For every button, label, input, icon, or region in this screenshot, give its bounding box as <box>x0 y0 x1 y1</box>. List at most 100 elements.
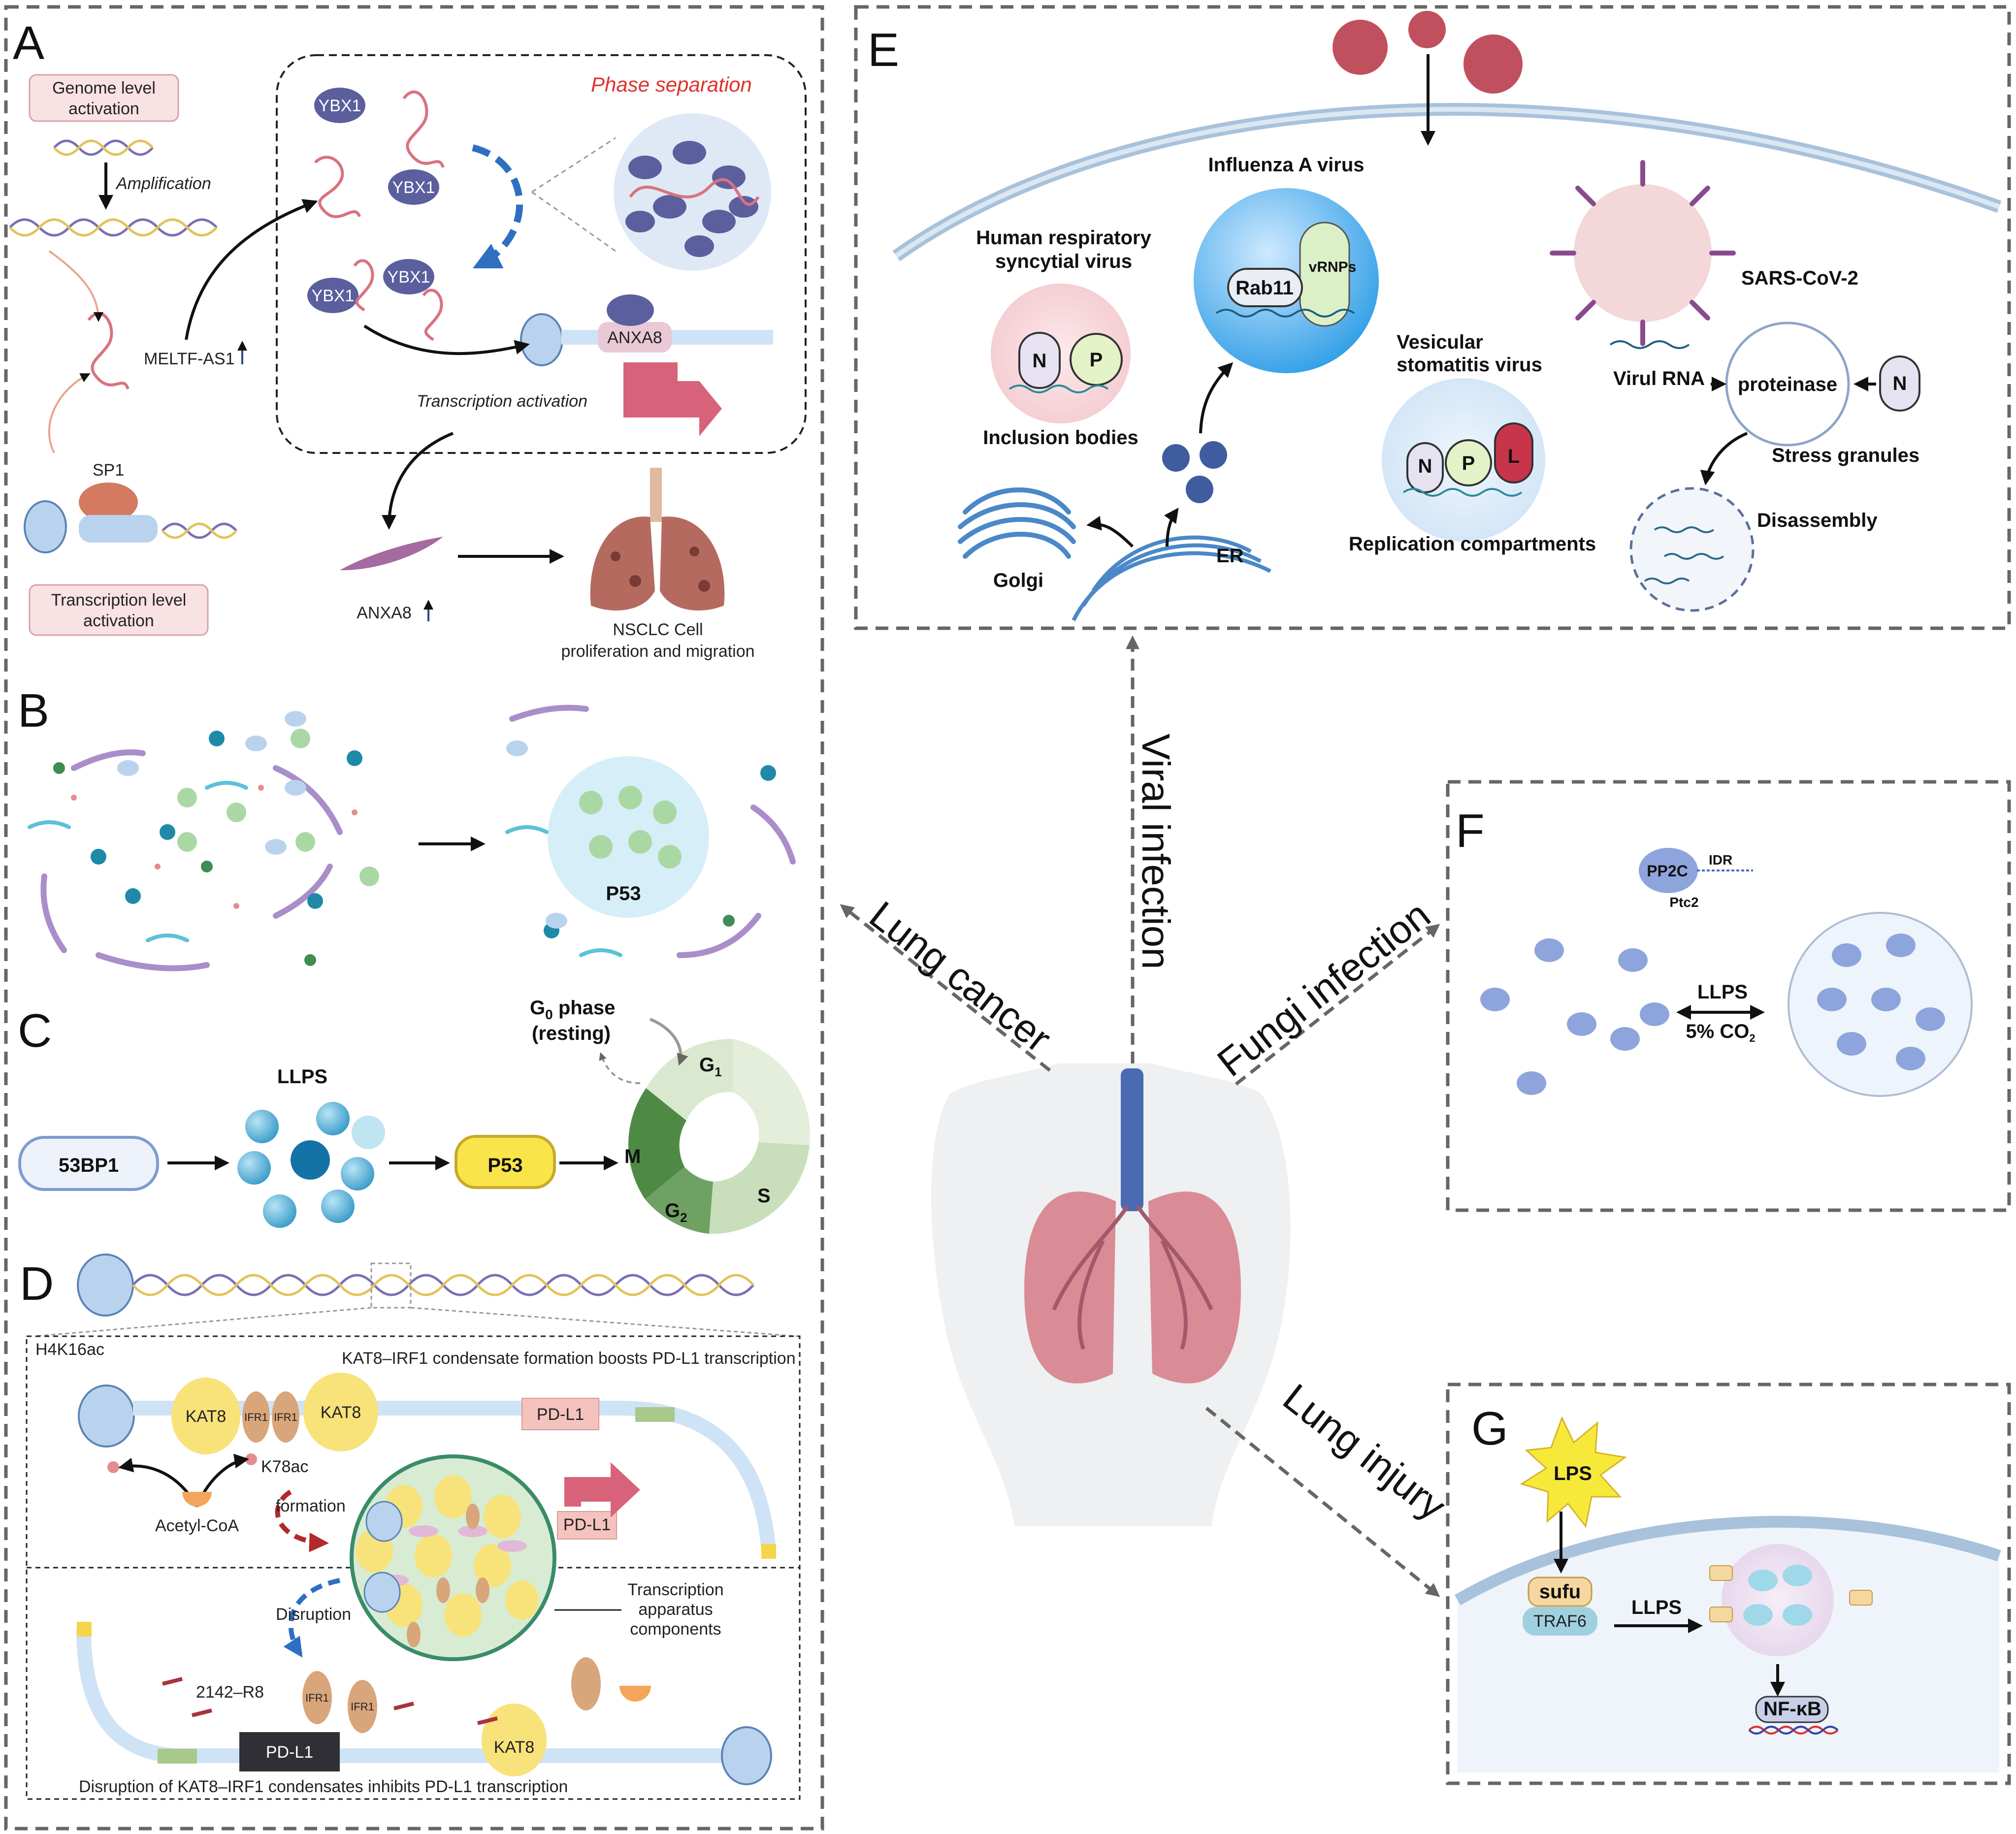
pdl1-label-bottom: PD-L1 <box>266 1743 313 1762</box>
ptc2-label: Ptc2 <box>1669 895 1698 910</box>
ybx1-proteins: YBX1 YBX1 YBX1 YBX1 <box>307 88 439 313</box>
iav-rna <box>1215 309 1355 318</box>
dna-small <box>53 139 154 156</box>
hrsv-n-label: N <box>1033 350 1047 372</box>
vsv-line1: Vesicular <box>1397 331 1483 353</box>
vsv-rna <box>1402 488 1523 497</box>
panel-f: F PP2C IDR Ptc2 LLPS 5% CO2 <box>1456 804 1973 1097</box>
panel-g-letter: G <box>1471 1402 1508 1455</box>
panel-e-border <box>854 5 2011 630</box>
anxa8-gene: ANXA8 <box>520 294 773 436</box>
pp2c-protein <box>1639 848 1698 893</box>
vsv-line2: stomatitis virus <box>1397 354 1542 376</box>
d-yellow-end <box>761 1544 776 1559</box>
cell-membrane-g <box>1454 1515 2001 1606</box>
dispersed-proteins <box>1480 938 1669 1095</box>
lung-injury-arrow <box>1205 1407 1440 1597</box>
kat8-label-3: KAT8 <box>494 1738 535 1757</box>
d-top-nucleosome <box>77 1254 134 1317</box>
dna-to-rna-arrow <box>48 250 103 322</box>
transcription-level-line2: activation <box>83 611 154 630</box>
traf6-condensate <box>1722 1544 1834 1656</box>
endoplasmic-reticulum <box>1072 535 1271 621</box>
panel-c: C 53BP1 LLPS P53 G1 S G2 M G0 phase (res… <box>18 997 811 1234</box>
panel-e-letter: E <box>868 24 899 76</box>
genome-level-box <box>29 74 179 122</box>
panel-a: A Genome level activation Amplification … <box>9 17 807 661</box>
nfkb-shape <box>1755 1696 1829 1723</box>
sp1-complex <box>24 483 237 553</box>
scattered-molecules-right <box>505 705 796 958</box>
panel-g: G LPS sufu TRAF6 LLPS NF-κB <box>1454 1402 2001 1772</box>
llps-droplets <box>237 1102 385 1228</box>
lps-label: LPS <box>1554 1463 1592 1484</box>
phase-separation-box <box>276 54 807 454</box>
p53-proteins <box>579 786 682 869</box>
virus-particles <box>1333 11 1523 94</box>
vesicles <box>1162 441 1227 503</box>
pdl1-label-top: PD-L1 <box>537 1405 584 1424</box>
sufu-fragments <box>1709 1565 1873 1622</box>
sufu-shape <box>1528 1577 1593 1607</box>
irf1-3 <box>302 1671 332 1724</box>
rab11-shape <box>1227 268 1303 307</box>
anxa8-out-label: ANXA8 <box>357 604 412 622</box>
ybx-blue-dashed-arrow <box>472 144 523 269</box>
tac-line3: components <box>630 1620 721 1639</box>
hrsv-line1: Human respiratory <box>976 227 1151 249</box>
vrnps-shape <box>1299 222 1350 327</box>
meltf-to-ybx-arrow <box>185 199 318 340</box>
irf1-4 <box>348 1680 377 1733</box>
h4k16ac-label: H4K16ac <box>35 1340 104 1359</box>
sars-spikes <box>1550 160 1736 346</box>
nfkb-dna <box>1748 1726 1839 1735</box>
ybx-to-gene-arrow <box>363 324 530 355</box>
er-label: ER <box>1216 545 1244 567</box>
er-to-vesicles-arrow <box>1164 508 1179 547</box>
droplet-contents <box>625 141 758 257</box>
kat8-2 <box>303 1373 378 1451</box>
llps-label-c: LLPS <box>277 1066 327 1088</box>
cell-cycle-ring <box>628 1038 811 1234</box>
replication-label: Replication compartments <box>1349 533 1596 555</box>
condensed-proteins <box>1817 933 1945 1070</box>
gene-to-anxa8-arrow <box>382 432 454 530</box>
r8-peptides <box>162 1677 498 1725</box>
panel-left-border <box>4 5 824 1831</box>
irf1-2 <box>272 1391 299 1443</box>
pp2c-label: PP2C <box>1647 862 1688 880</box>
meltf-label: MELTF-AS1 <box>144 350 235 368</box>
pdl1-gene-bottom <box>239 1732 340 1771</box>
condensate-proteins-g <box>1743 1565 1812 1626</box>
irf1-1 <box>242 1391 270 1443</box>
m-label: M <box>624 1146 641 1167</box>
g0-label: G0 phase <box>530 997 615 1022</box>
hrsv-rna <box>1008 385 1109 393</box>
panel-a-letter: A <box>13 17 44 69</box>
inclusion-label: Inclusion bodies <box>983 427 1138 449</box>
fungi-infection-arrow <box>1235 924 1440 1086</box>
acetyl-mark-1 <box>107 1461 119 1473</box>
sars-virion <box>1574 184 1712 322</box>
panel-b: B P53 <box>18 684 796 971</box>
acetyl-coa-label: Acetyl-CoA <box>155 1516 239 1535</box>
kat8-3 <box>482 1704 547 1776</box>
kat8-label-1: KAT8 <box>186 1407 227 1426</box>
condensate-contents <box>356 1475 539 1647</box>
irf1-5 <box>571 1657 601 1710</box>
tac-line2: apparatus <box>638 1600 713 1619</box>
acetyl-coa-icon <box>182 1492 212 1507</box>
virul-rna-label: Virul RNA <box>1613 368 1705 389</box>
genome-level-line1: Genome level <box>52 79 156 97</box>
panel-c-letter: C <box>18 1004 52 1057</box>
kat8-1 <box>171 1378 240 1454</box>
d-green-segment <box>635 1407 675 1422</box>
d-bottom-yellow <box>77 1622 92 1637</box>
sars-n <box>1879 355 1920 412</box>
transcription-level-line1: Transcription level <box>51 591 187 610</box>
svg-text:YBX1: YBX1 <box>312 287 355 305</box>
d-bottom-title: Disruption of KAT8–IRF1 condensates inhi… <box>79 1777 568 1796</box>
p53-label-c: P53 <box>488 1155 522 1176</box>
dna-long <box>9 218 218 237</box>
